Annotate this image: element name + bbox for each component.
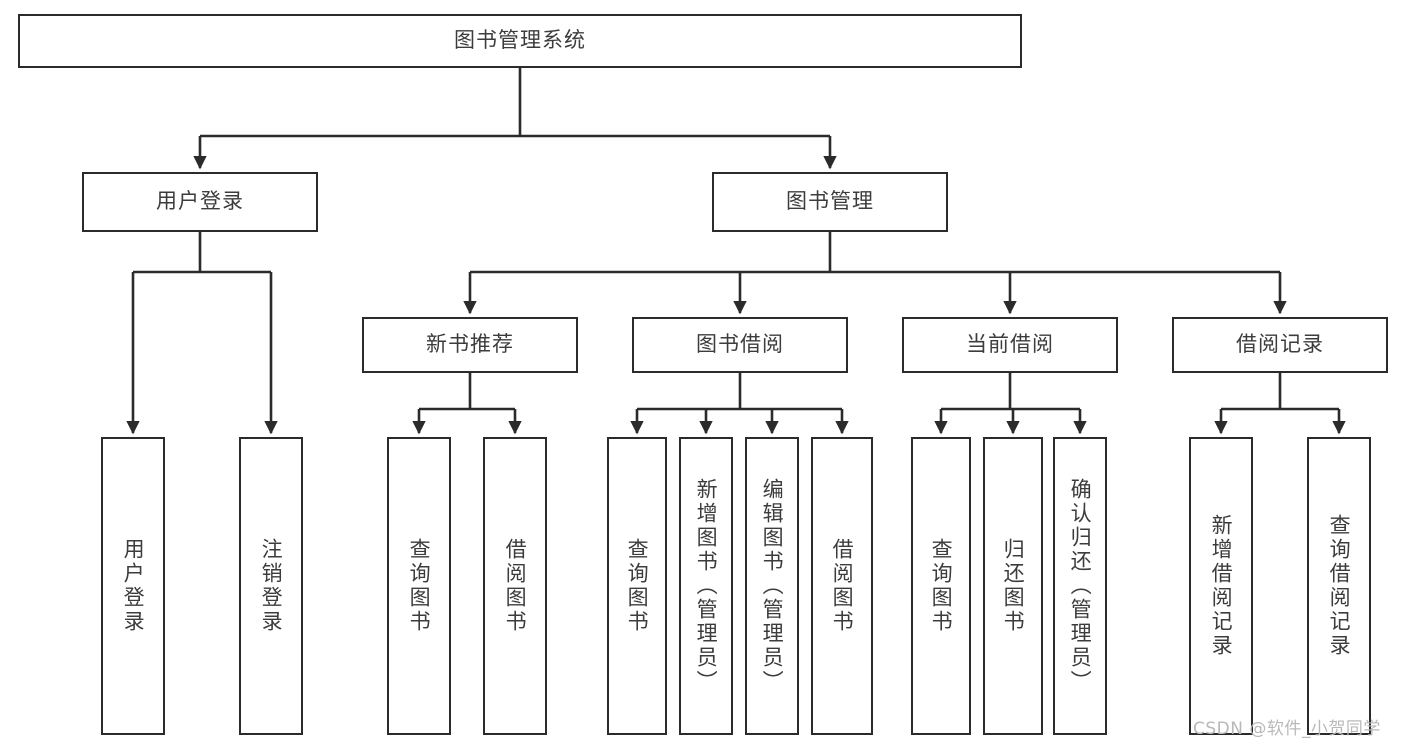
leaf-confirm-return[interactable]: 确认归还（管理员） [1053,437,1107,735]
leaf-query-book-1-label: 查询图书 [407,538,432,634]
leaf-borrow-book-2-label: 借阅图书 [830,538,855,634]
leaf-borrow-book-1[interactable]: 借阅图书 [483,437,547,735]
node-new-book-recommend[interactable]: 新书推荐 [362,317,578,373]
leaf-return-book[interactable]: 归还图书 [983,437,1043,735]
node-user-login-label: 用户登录 [156,189,244,214]
leaf-query-book-3[interactable]: 查询图书 [911,437,971,735]
leaf-add-book[interactable]: 新增图书（管理员） [679,437,733,735]
leaf-user-login[interactable]: 用户登录 [101,437,165,735]
node-book-borrow-label: 图书借阅 [696,332,784,357]
node-borrow-record[interactable]: 借阅记录 [1172,317,1388,373]
node-new-book-recommend-label: 新书推荐 [426,332,514,357]
node-borrow-record-label: 借阅记录 [1236,332,1324,357]
node-current-borrow-label: 当前借阅 [966,332,1054,357]
node-current-borrow[interactable]: 当前借阅 [902,317,1118,373]
node-book-borrow[interactable]: 图书借阅 [632,317,848,373]
node-book-manage-label: 图书管理 [786,189,874,214]
node-user-login[interactable]: 用户登录 [82,172,318,232]
leaf-add-book-label: 新增图书（管理员） [694,478,719,694]
csdn-watermark: CSDN @软件_小贺同学 [1193,719,1381,739]
leaf-borrow-book-1-label: 借阅图书 [503,538,528,634]
node-book-manage[interactable]: 图书管理 [712,172,948,232]
leaf-borrow-book-2[interactable]: 借阅图书 [811,437,873,735]
leaf-query-record-label: 查询借阅记录 [1327,514,1352,658]
leaf-user-login-label: 用户登录 [121,538,146,634]
leaf-user-logout-label: 注销登录 [259,538,284,634]
leaf-query-record[interactable]: 查询借阅记录 [1307,437,1371,735]
leaf-return-book-label: 归还图书 [1001,538,1026,634]
leaf-add-record-label: 新增借阅记录 [1209,514,1234,658]
leaf-query-book-3-label: 查询图书 [929,538,954,634]
leaf-confirm-return-label: 确认归还（管理员） [1068,478,1093,694]
leaf-query-book-2-label: 查询图书 [625,538,650,634]
leaf-user-logout[interactable]: 注销登录 [239,437,303,735]
node-root[interactable]: 图书管理系统 [18,14,1022,68]
leaf-edit-book[interactable]: 编辑图书（管理员） [745,437,799,735]
leaf-add-record[interactable]: 新增借阅记录 [1189,437,1253,735]
leaf-query-book-2[interactable]: 查询图书 [607,437,667,735]
leaf-edit-book-label: 编辑图书（管理员） [760,478,785,694]
node-root-label: 图书管理系统 [454,28,586,53]
leaf-query-book-1[interactable]: 查询图书 [387,437,451,735]
